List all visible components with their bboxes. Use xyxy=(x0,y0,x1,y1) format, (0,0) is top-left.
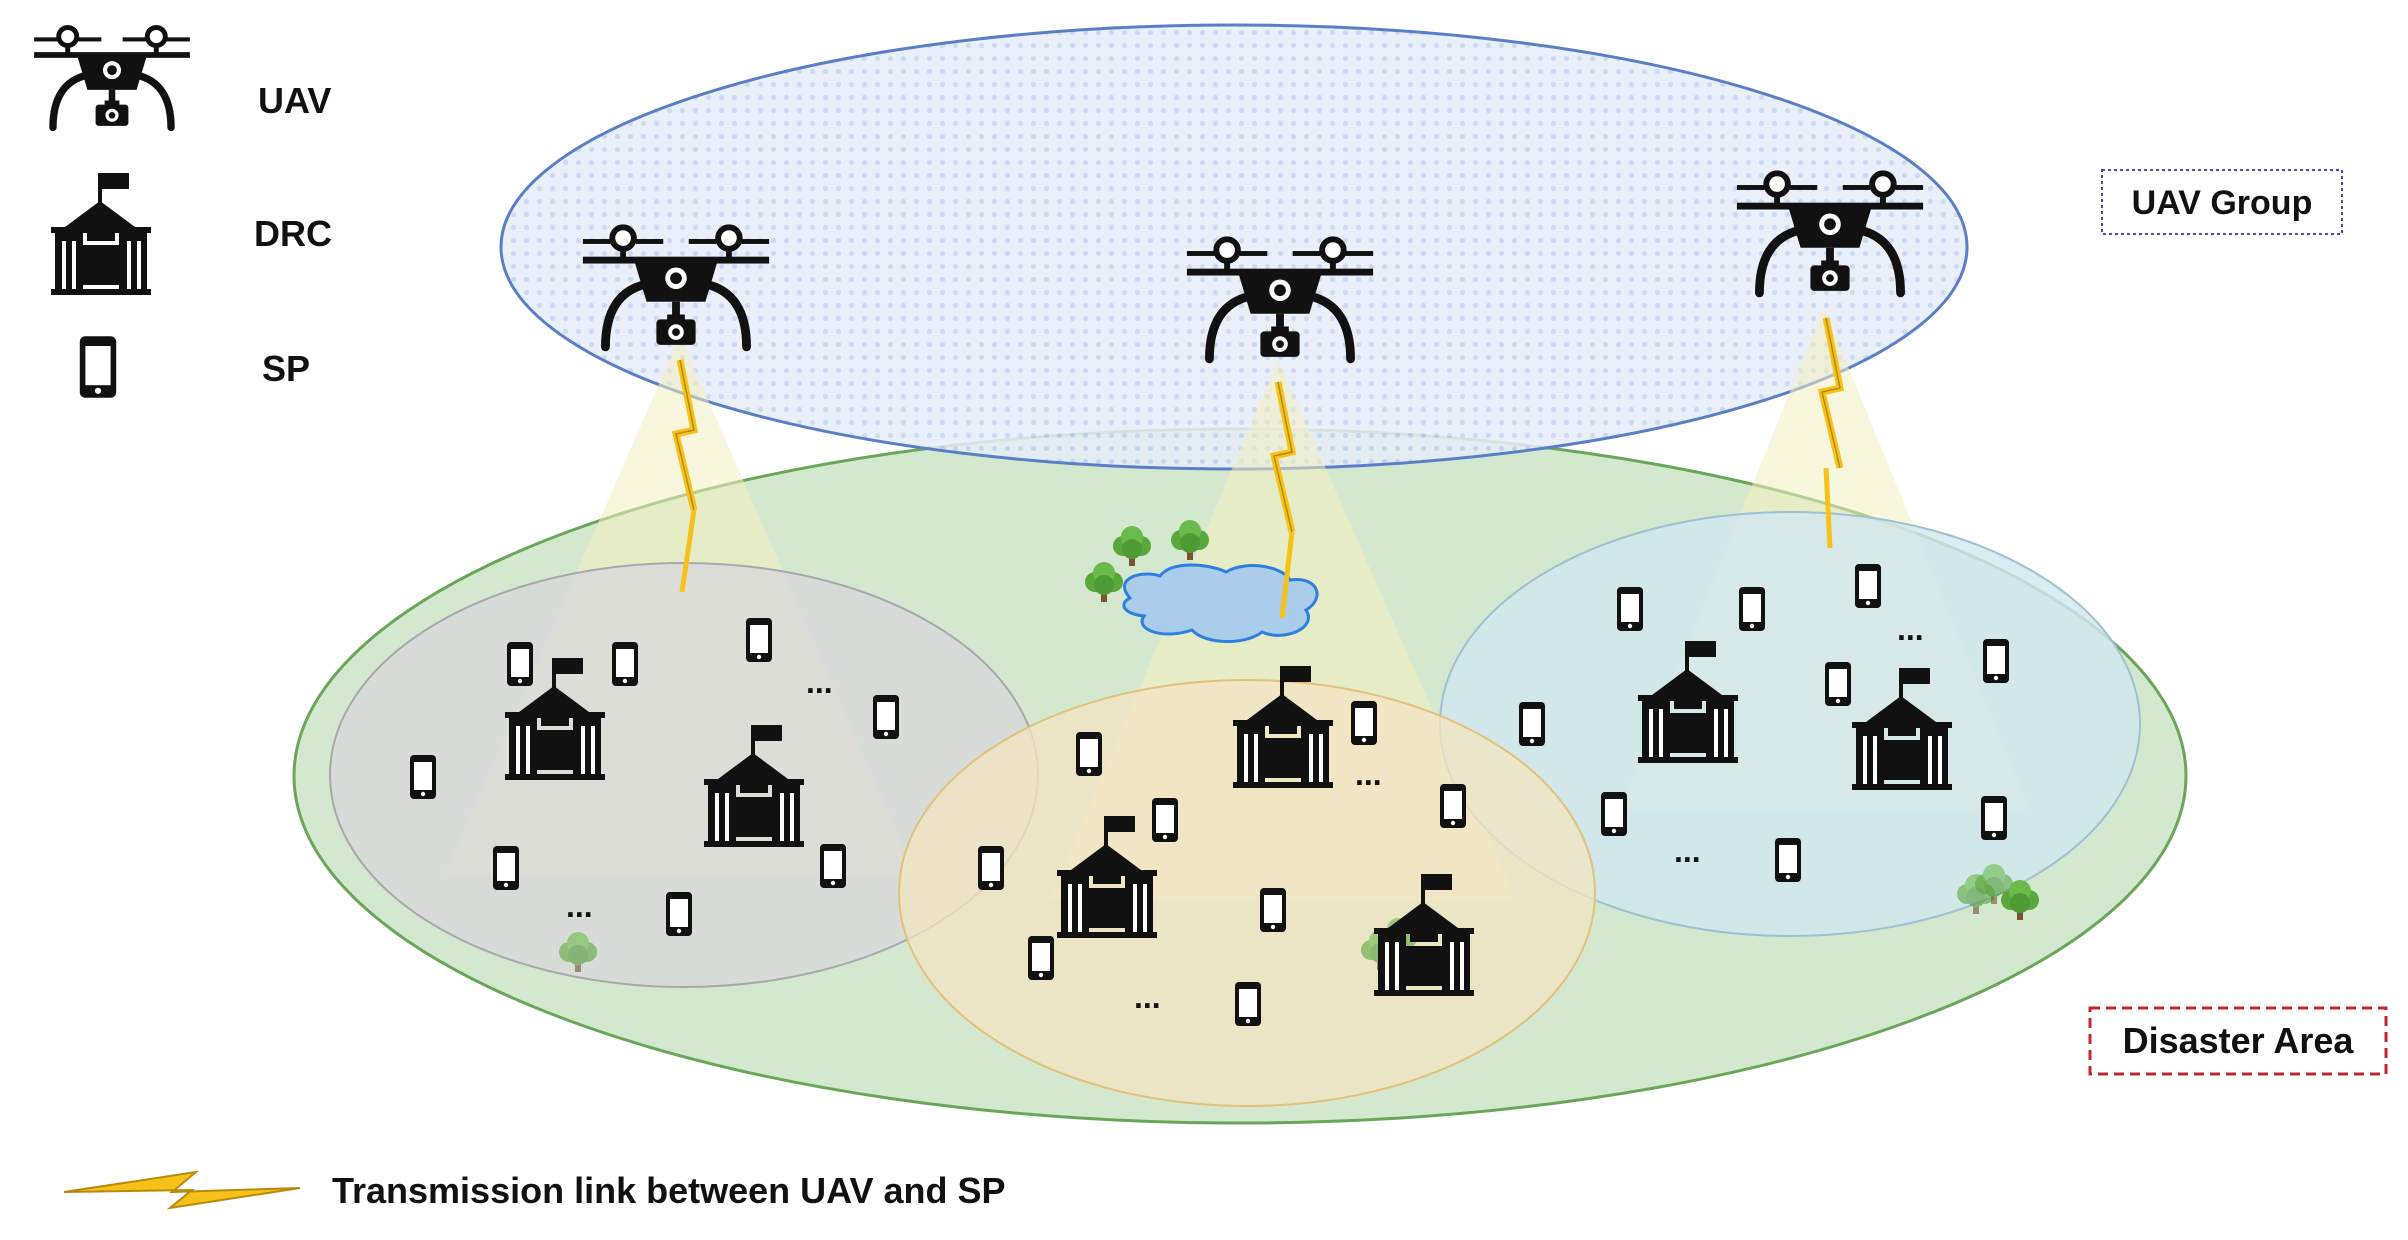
ellipsis-mark: ... xyxy=(1134,979,1161,1015)
smartphone-icon xyxy=(1601,792,1627,836)
ellipsis-mark: ... xyxy=(1355,756,1382,792)
uav-group-label: UAV Group xyxy=(2132,184,2313,222)
tent-flag-icon xyxy=(51,173,151,295)
smartphone-icon xyxy=(1028,936,1054,980)
legend-sp-label: SP xyxy=(262,348,310,389)
lightning-icon xyxy=(63,1170,301,1210)
uav-group-callout-box xyxy=(2101,169,2343,235)
smartphone-icon xyxy=(1855,564,1881,608)
smartphone-icon xyxy=(507,642,533,686)
smartphone-icon xyxy=(1983,639,2009,683)
smartphone-icon xyxy=(873,695,899,739)
smartphone-icon xyxy=(1981,796,2007,840)
disaster-area-label: Disaster Area xyxy=(2123,1020,2355,1061)
smartphone-icon xyxy=(1775,838,1801,882)
smartphone-icon xyxy=(612,642,638,686)
smartphone-icon xyxy=(1260,888,1286,932)
smartphone-icon xyxy=(1152,798,1178,842)
smartphone-icon xyxy=(1519,702,1545,746)
transmission-link-left-lower xyxy=(679,509,697,593)
smartphone-icon xyxy=(978,846,1004,890)
smartphone-icon xyxy=(666,892,692,936)
ellipsis-mark: ... xyxy=(1674,833,1701,869)
smartphone-icon xyxy=(79,336,117,398)
legend: UAV DRC SP Transmission link between UAV… xyxy=(34,28,1006,1211)
water-pond-icon xyxy=(1122,563,1319,643)
smartphone-icon xyxy=(1235,982,1261,1026)
ellipsis-mark: ... xyxy=(1897,611,1924,647)
ellipsis-mark: ... xyxy=(566,888,593,924)
drone-icon xyxy=(34,28,190,128)
smartphone-icon xyxy=(1617,587,1643,631)
zone-middle xyxy=(898,679,1596,1107)
legend-drc-label: DRC xyxy=(254,213,332,254)
legend-link-label: Transmission link between UAV and SP xyxy=(332,1170,1006,1211)
smartphone-icon xyxy=(820,844,846,888)
transmission-link-right-lower xyxy=(1823,467,1833,549)
smartphone-icon xyxy=(493,846,519,890)
smartphone-icon xyxy=(410,755,436,799)
ellipsis-mark: ... xyxy=(806,664,833,700)
smartphone-icon xyxy=(746,618,772,662)
smartphone-icon xyxy=(1739,587,1765,631)
smartphone-icon xyxy=(1825,662,1851,706)
transmission-link-middle-lower xyxy=(1279,531,1295,619)
smartphone-icon xyxy=(1351,701,1377,745)
smartphone-icon xyxy=(1440,784,1466,828)
legend-uav-label: UAV xyxy=(258,80,331,121)
smartphone-icon xyxy=(1076,732,1102,776)
disaster-area-callout-box xyxy=(2088,1006,2388,1076)
